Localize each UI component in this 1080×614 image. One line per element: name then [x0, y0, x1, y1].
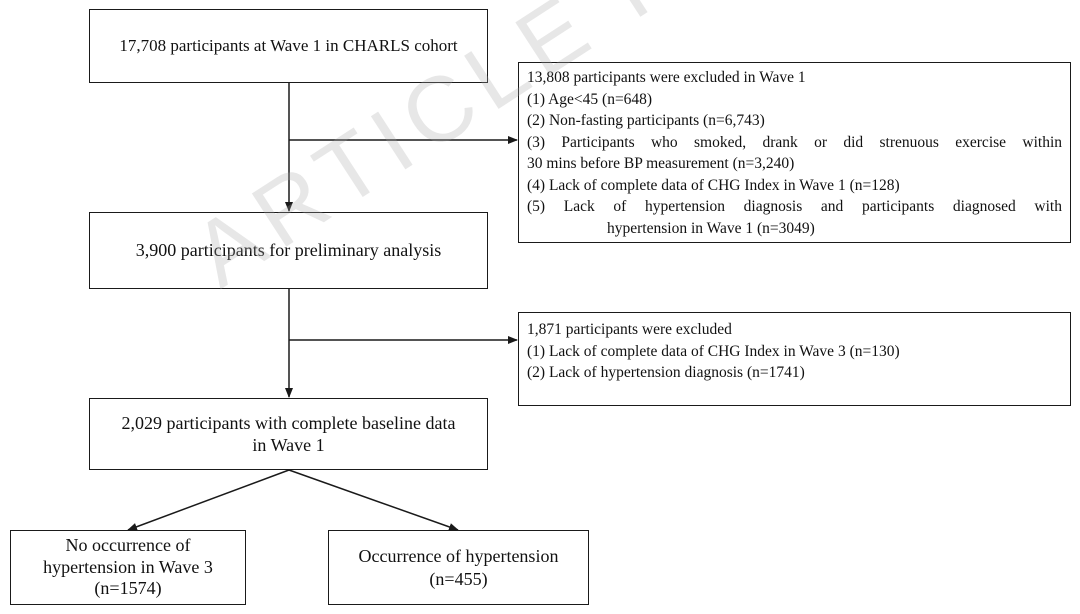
no-occurrence-box: No occurrence of hypertension in Wave 3 … [10, 530, 246, 605]
exclusion-wave1-header: 13,808 participants were excluded in Wav… [527, 69, 806, 86]
exclusion-wave3-item-1: (1) Lack of complete data of CHG Index i… [527, 342, 900, 360]
baseline-text-line2: in Wave 1 [252, 435, 325, 455]
exclusion-wave1-box: 13,808 participants were excluded in Wav… [518, 62, 1071, 243]
preliminary-box: 3,900 participants for preliminary analy… [89, 212, 488, 289]
cohort-text: 17,708 participants at Wave 1 in CHARLS … [119, 36, 458, 56]
exclusion-wave3-item-2: (2) Lack of hypertension diagnosis (n=17… [527, 364, 805, 381]
arrow-to-no-occurrence [127, 469, 290, 531]
exclusion-wave1-item-4: (4) Lack of complete data of CHG Index i… [527, 176, 900, 194]
occurrence-line1: Occurrence of hypertension [358, 546, 559, 566]
occurrence-box: Occurrence of hypertension (n=455) [328, 530, 589, 605]
exclusion-wave1-item-3-line2: 30 mins before BP measurement (n=3,240) [527, 155, 795, 172]
no-occurrence-line2: hypertension in Wave 3 [43, 556, 213, 577]
baseline-box: 2,029 participants with complete baselin… [89, 398, 488, 470]
cohort-box: 17,708 participants at Wave 1 in CHARLS … [89, 9, 488, 83]
exclusion-wave1-item-1: (1) Age<45 (n=648) [527, 90, 653, 108]
exclusion-wave1-item-3-line1: (3) Participants who smoked, drank or di… [527, 133, 1062, 151]
exclusion-wave1-item-2: (2) Non-fasting participants (n=6,743) [527, 112, 765, 129]
exclusion-wave1-item-5-line2: hypertension in Wave 1 (n=3049) [607, 219, 815, 237]
baseline-text-line1: 2,029 participants with complete baselin… [121, 412, 456, 433]
exclusion-wave1-item-5-line1: (5) Lack of hypertension diagnosis and p… [527, 198, 1062, 215]
preliminary-text: 3,900 participants for preliminary analy… [135, 240, 442, 261]
exclusion-wave3-header: 1,871 participants were excluded [527, 321, 732, 338]
no-occurrence-line1: No occurrence of [65, 535, 191, 556]
occurrence-count: (n=455) [429, 568, 488, 589]
arrow-to-occurrence [288, 469, 459, 531]
exclusion-wave3-box: 1,871 participants were excluded (1) Lac… [518, 312, 1071, 406]
no-occurrence-count: (n=1574) [94, 578, 162, 599]
